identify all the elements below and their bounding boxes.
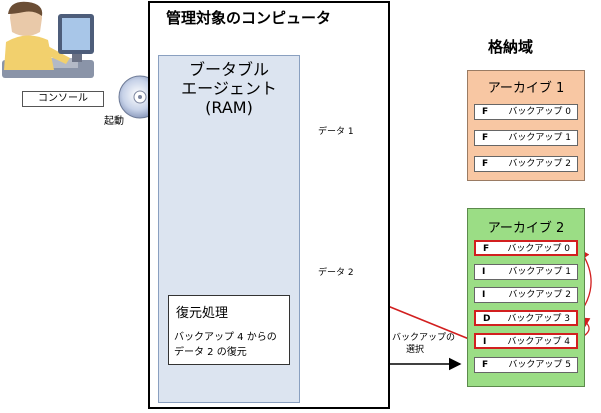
- backup-type: D: [483, 314, 491, 324]
- backup-label: バックアップ 0: [507, 244, 570, 254]
- backup-label: バックアップ 1: [508, 133, 571, 143]
- computer-title: 管理対象のコンピュータ: [166, 9, 332, 27]
- data1-label: データ 1: [318, 127, 354, 137]
- archive-2: アーカイブ 2 F バックアップ 0 I バックアップ 1 I バックアップ 2…: [467, 208, 585, 387]
- archive-1-backup-1[interactable]: F バックアップ 1: [474, 130, 578, 146]
- ram-line3: (RAM): [205, 98, 253, 117]
- archive-2-backup-5[interactable]: F バックアップ 5: [474, 357, 578, 373]
- backup-type: F: [483, 244, 490, 254]
- storage-title: 格納域: [488, 38, 534, 56]
- backup-label: バックアップ 4: [507, 337, 570, 347]
- selection-line1: バックアップの: [392, 333, 456, 343]
- recovery-line1: バックアップ 4 からの: [174, 332, 277, 343]
- backup-type: F: [482, 107, 489, 117]
- archive-2-backup-1[interactable]: I バックアップ 1: [474, 264, 578, 280]
- backup-label: バックアップ 2: [508, 159, 571, 169]
- recovery-description: バックアップ 4 からの データ 2 の復元: [174, 330, 277, 360]
- selection-line2: 選択: [406, 345, 425, 355]
- backup-type: I: [482, 290, 486, 300]
- data2-label: データ 2: [318, 268, 354, 278]
- backup-label: バックアップ 1: [508, 267, 571, 277]
- archive-2-backup-3[interactable]: D バックアップ 3: [474, 310, 578, 326]
- backup-type: F: [482, 159, 489, 169]
- archive-1-backup-2[interactable]: F バックアップ 2: [474, 156, 578, 172]
- user-at-computer-icon: [2, 1, 94, 78]
- selection-label: バックアップの 選択: [392, 332, 455, 356]
- archive-1-title: アーカイブ 1: [487, 81, 565, 96]
- archive-2-backup-0[interactable]: F バックアップ 0: [474, 240, 578, 256]
- archive-1: アーカイブ 1 F バックアップ 0 F バックアップ 1 F バックアップ 2: [467, 70, 585, 181]
- ram-line2: エージェント: [181, 79, 277, 98]
- backup-label: バックアップ 2: [508, 290, 571, 300]
- ram-title: ブータブル エージェント (RAM): [158, 60, 300, 117]
- backup-label: バックアップ 5: [508, 360, 571, 370]
- launch-label: 起動: [104, 116, 124, 127]
- backup-type: I: [483, 337, 487, 347]
- recovery-box: [168, 295, 290, 365]
- backup-type: F: [482, 360, 489, 370]
- archive-2-backup-2[interactable]: I バックアップ 2: [474, 287, 578, 303]
- backup-label: バックアップ 0: [508, 107, 571, 117]
- backup-type: I: [482, 267, 486, 277]
- backup-label: バックアップ 3: [507, 314, 570, 324]
- archive-2-backup-4[interactable]: I バックアップ 4: [474, 333, 578, 349]
- archive-1-backup-0[interactable]: F バックアップ 0: [474, 104, 578, 120]
- recovery-line2: データ 2 の復元: [174, 347, 247, 358]
- ram-line1: ブータブル: [188, 60, 269, 79]
- recovery-title: 復元処理: [176, 306, 229, 321]
- console-label: コンソール: [22, 91, 104, 107]
- archive-2-title: アーカイブ 2: [487, 221, 565, 236]
- backup-type: F: [482, 133, 489, 143]
